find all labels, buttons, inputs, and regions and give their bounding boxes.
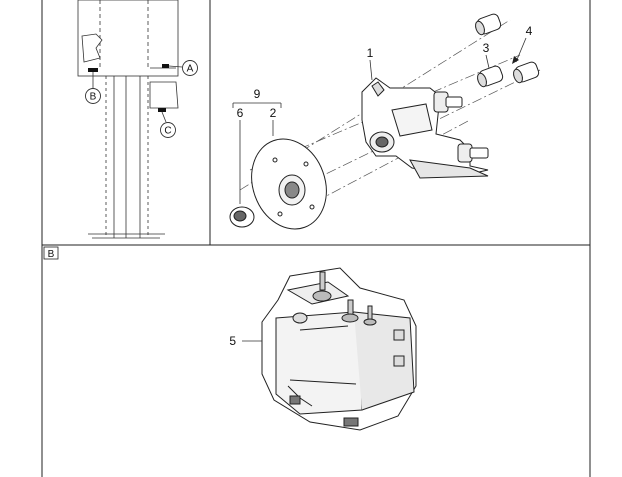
callout-2: 2 <box>270 106 277 136</box>
pump-body-1 <box>361 77 489 179</box>
detail-label-c: C <box>160 111 176 138</box>
svg-text:2: 2 <box>270 106 277 120</box>
detail-label-b: B <box>85 72 101 104</box>
callout-3: 3 <box>483 41 490 69</box>
svg-text:3: 3 <box>483 41 490 55</box>
bushing-4 <box>513 61 540 84</box>
callout-5: 5 <box>229 334 262 348</box>
callout-4: 4 <box>512 24 533 64</box>
bushing-3 <box>477 65 504 88</box>
svg-text:5: 5 <box>229 334 236 348</box>
callout-1: 1 <box>367 46 374 81</box>
svg-text:6: 6 <box>237 106 244 120</box>
section-label-b: B <box>43 246 59 260</box>
module-housing-5 <box>261 267 417 431</box>
marker-a <box>162 64 169 68</box>
svg-text:9: 9 <box>254 87 261 101</box>
marker-c <box>158 108 166 112</box>
frame <box>41 0 591 477</box>
callout-9: 9 <box>232 87 282 108</box>
svg-text:4: 4 <box>526 24 533 38</box>
flange-plate-2 <box>251 138 327 230</box>
marker-b <box>88 68 98 72</box>
svg-text:C: C <box>164 126 171 137</box>
svg-text:B: B <box>90 92 97 103</box>
callout-6: 6 <box>237 106 244 204</box>
bushing-6 <box>229 206 255 228</box>
svg-text:1: 1 <box>367 46 374 60</box>
rail-detail-drawing <box>77 0 179 239</box>
detail-label-a: A <box>168 60 198 76</box>
svg-text:A: A <box>187 64 194 75</box>
svg-text:B: B <box>48 249 55 260</box>
bushing-top <box>475 13 502 36</box>
